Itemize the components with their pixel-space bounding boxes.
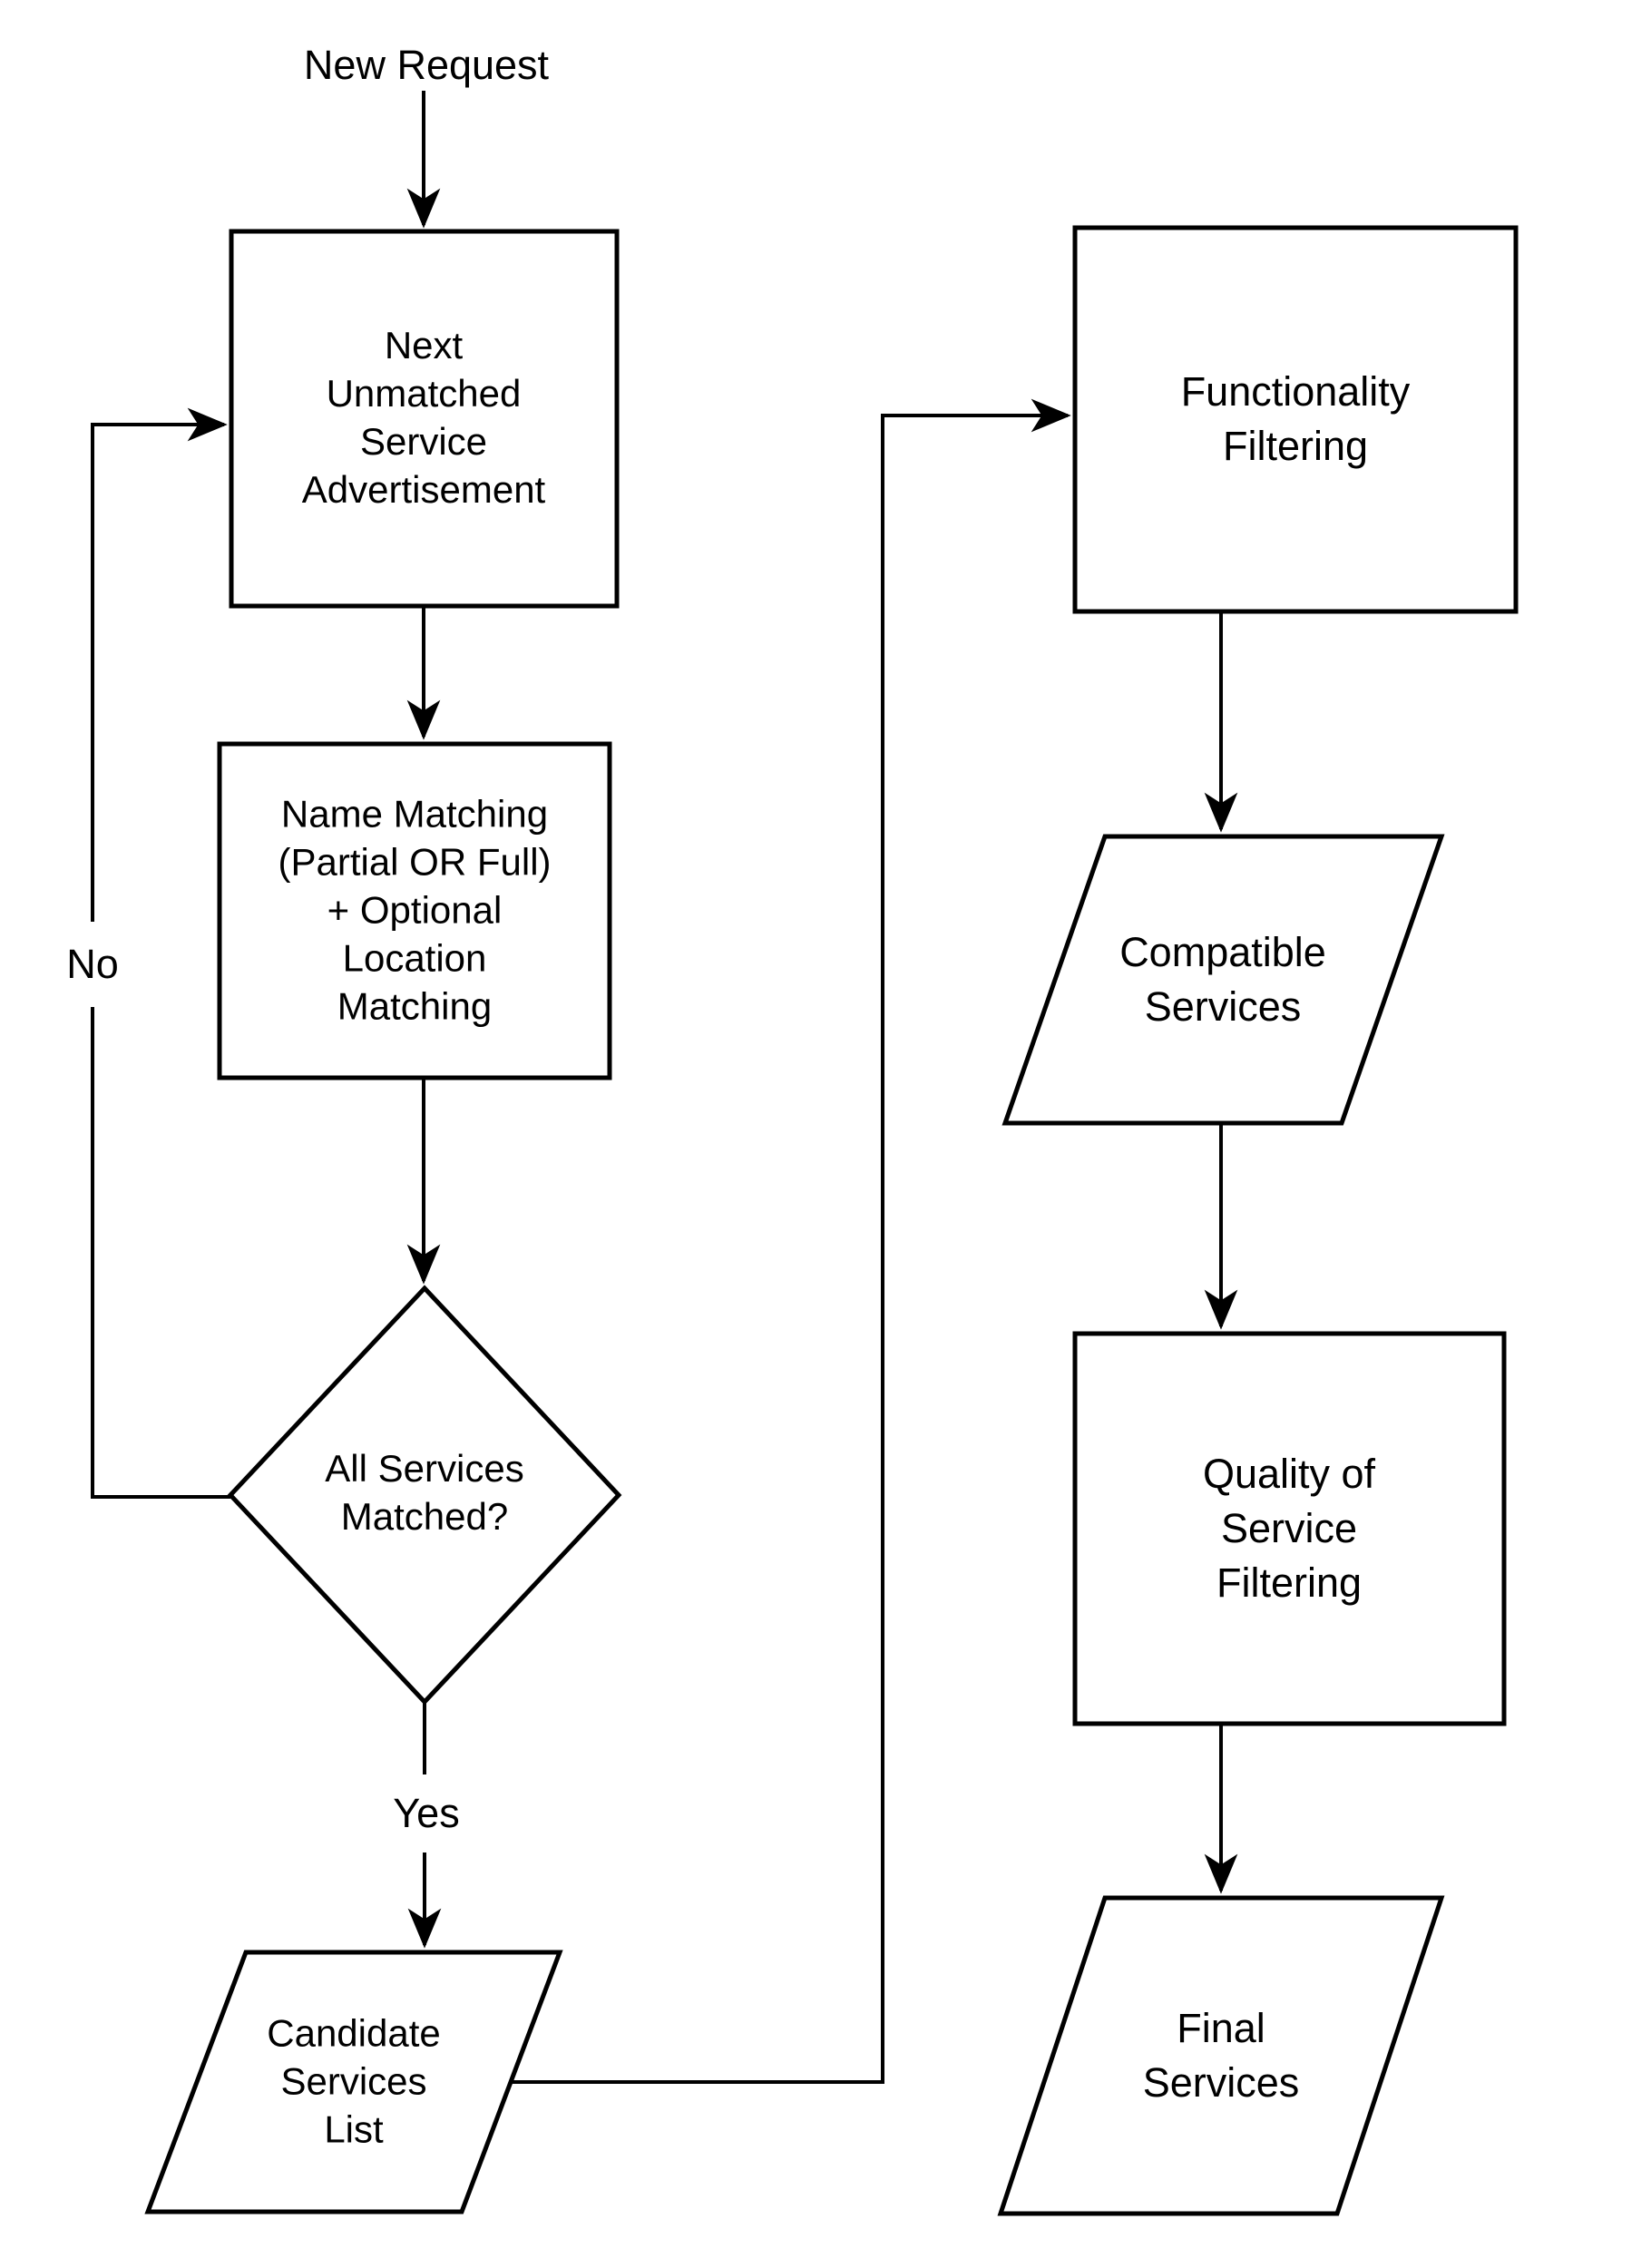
edge-candidate-list-to-functionality-filtering [511, 398, 1071, 2084]
process-functionality-filtering [1072, 225, 1519, 614]
process-functionality-filtering-label: Functionality Filtering [1180, 368, 1411, 469]
process-qos-filtering [1072, 1331, 1507, 1726]
start-label: New Request [303, 42, 550, 89]
edge-decision-no-down-segment [91, 1007, 230, 1499]
data-compatible-services [1001, 834, 1445, 1126]
data-candidate-services-list-label: Candidate Services List [267, 2011, 441, 2151]
edge-label-yes: Yes [389, 1790, 464, 1837]
process-name-matching-label: Name Matching (Partial OR Full) + Option… [278, 792, 552, 1028]
data-compatible-services-label: Compatible Services [1119, 929, 1326, 1030]
process-qos-filtering-label: Quality of Service Filtering [1202, 1451, 1376, 1606]
edge-no-loop-to-next-unmatched [91, 407, 228, 922]
edge-label-no: No [63, 941, 122, 988]
data-candidate-services-list [144, 1950, 563, 2214]
data-final-services [997, 1895, 1445, 2216]
process-next-unmatched-advertisement-label: Next Unmatched Service Advertisement [301, 324, 546, 511]
process-name-matching [217, 741, 612, 1080]
process-next-unmatched-advertisement [229, 229, 620, 609]
decision-all-services-matched-label: All Services Matched? [325, 1447, 524, 1538]
data-final-services-label: Final Services [1142, 2005, 1300, 2106]
